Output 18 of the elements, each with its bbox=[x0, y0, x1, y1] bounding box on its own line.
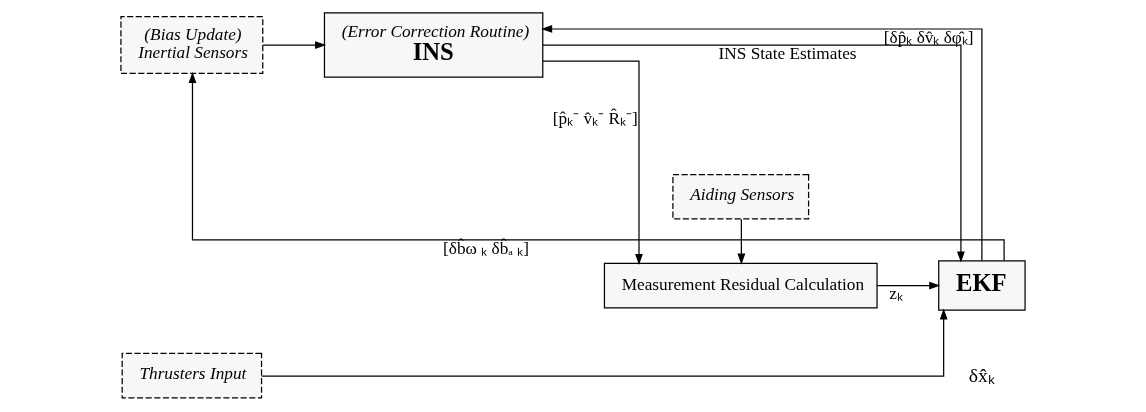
edge-label: zₖ bbox=[889, 284, 903, 304]
node-box: EKF bbox=[938, 260, 1026, 311]
edge-label: [p̂ₖ⁻ v̂ₖ⁻ R̂ₖ⁻] bbox=[552, 108, 638, 128]
node-box: Thrusters Input bbox=[121, 352, 263, 399]
node-box: (Bias Update) Inertial Sensors bbox=[120, 16, 264, 74]
arrow bbox=[737, 218, 746, 265]
node-box: Measurement Residual Calculation bbox=[603, 262, 878, 309]
arrow bbox=[260, 308, 948, 377]
arrow bbox=[262, 41, 327, 49]
arrow bbox=[188, 71, 1005, 262]
edge-label: [δp̂ₖ δv̂ₖ δφ̂ₖ] bbox=[883, 27, 974, 47]
node-box: Aiding Sensors bbox=[672, 173, 810, 220]
node-label: δx̂ₖ bbox=[968, 363, 995, 386]
arrow bbox=[876, 281, 941, 290]
edge-label: INS State Estimates bbox=[718, 43, 857, 63]
node-box: (Error Correction Routine) INS bbox=[323, 12, 544, 78]
edge-label: [δb̂ω ₖ δb̂ₐ ₖ] bbox=[443, 238, 530, 258]
arrow bbox=[542, 60, 643, 266]
